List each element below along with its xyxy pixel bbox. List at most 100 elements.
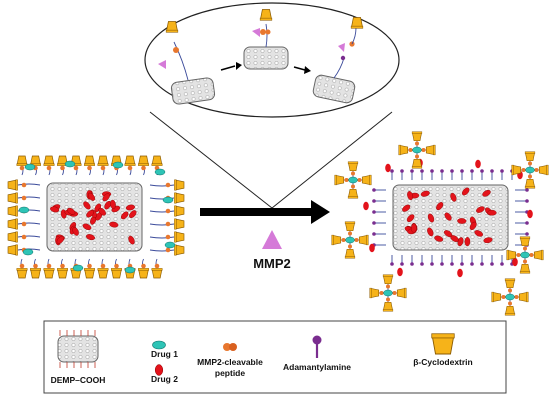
- drug-2-icon: [110, 199, 116, 209]
- adamantylamine-icon: [400, 169, 404, 173]
- peptide-icon: [521, 168, 526, 172]
- adamantylamine-icon: [340, 55, 346, 61]
- cyclodextrin-icon: [174, 218, 185, 230]
- peptide-icon: [529, 253, 534, 257]
- adamantylamine-icon: [470, 262, 474, 266]
- peptide-icon: [21, 182, 27, 188]
- peptide-icon: [265, 29, 271, 35]
- adamantylamine-icon: [460, 169, 464, 173]
- drug-2-icon: [450, 192, 457, 202]
- drug-2-icon: [82, 223, 92, 231]
- cyclodextrin-icon: [174, 231, 185, 243]
- legend-label-adamantylamine: Adamantylamine: [283, 362, 351, 372]
- cyclodextrin-icon: [538, 164, 549, 176]
- peptide-icon: [21, 234, 27, 240]
- drug-2-icon: [434, 235, 444, 242]
- drug-1-icon: [152, 340, 166, 350]
- linker-chain: [17, 183, 41, 186]
- cyclodextrin-icon: [518, 291, 529, 303]
- adamantylamine-icon: [390, 262, 394, 266]
- peptide-icon: [60, 165, 65, 171]
- cyclodextrin-icon: [334, 174, 345, 186]
- cyclodextrin-icon: [398, 144, 409, 156]
- peptide-icon: [100, 165, 106, 171]
- peptide-icon: [508, 288, 512, 293]
- peptide-icon: [386, 297, 390, 302]
- cyclodextrin-icon: [174, 205, 185, 217]
- drug-2-icon: [102, 193, 110, 202]
- adamantylamine-icon: [490, 169, 494, 173]
- cyclodextrin-icon: [84, 155, 95, 166]
- adamantylamine-icon: [372, 221, 376, 225]
- cyclodextrin-icon: [151, 268, 163, 279]
- drug-2-icon: [474, 230, 483, 237]
- adamantylamine-icon: [480, 169, 484, 173]
- drug-1-icon: [22, 248, 34, 256]
- cyclodextrin-icon: [43, 268, 55, 279]
- drug-2-icon: [72, 227, 79, 236]
- peptide-icon: [523, 246, 527, 251]
- adamantylamine-icon: [420, 169, 424, 173]
- cyclodextrin-icon: [7, 179, 18, 191]
- adamantylamine-icon: [390, 169, 394, 173]
- cyclodextrin-drug-complex: [398, 131, 436, 169]
- drug-2-icon: [482, 189, 491, 197]
- drug-2-icon: [483, 237, 493, 244]
- cyclodextrin-icon: [382, 301, 394, 312]
- peptide-icon: [165, 234, 171, 240]
- drug-2-icon: [125, 204, 135, 211]
- adamantylamine-icon: [440, 262, 444, 266]
- peptide-icon: [100, 263, 106, 269]
- cyclodextrin-icon: [7, 205, 18, 217]
- drug-2-icon: [385, 163, 391, 173]
- mmp2-enzyme-icon: [338, 43, 345, 52]
- peptide-icon: [21, 221, 27, 227]
- adamantylamine-icon: [430, 169, 434, 173]
- drug-1-icon: [112, 161, 124, 169]
- adamantylamine-icon: [410, 169, 414, 173]
- cyclodextrin-icon: [165, 21, 179, 33]
- cyclodextrin-drug-complex: [331, 221, 369, 259]
- peptide-icon: [21, 195, 27, 201]
- drug-2-icon: [427, 213, 435, 223]
- peptide-icon: [408, 148, 413, 152]
- cyclodextrin-icon: [396, 287, 407, 299]
- cyclodextrin-icon: [344, 248, 356, 259]
- cyclodextrin-icon: [331, 234, 342, 246]
- adamantylamine-icon: [420, 262, 424, 266]
- peptide-icon: [534, 168, 539, 172]
- cyclodextrin-icon: [504, 278, 516, 289]
- linker-chain: [149, 210, 175, 213]
- peptide-icon: [516, 253, 521, 257]
- cyclodextrin-icon: [174, 192, 185, 204]
- adamantylamine-icon: [312, 335, 322, 345]
- cyclodextrin-icon: [350, 17, 364, 29]
- adamantylamine-icon: [490, 262, 494, 266]
- reaction-arrow: [200, 200, 330, 224]
- adamantylamine-icon: [500, 262, 504, 266]
- drug-2-icon: [427, 227, 434, 237]
- drug-1-icon: [72, 264, 84, 272]
- cyclodextrin-icon: [344, 221, 356, 232]
- drug-2-icon: [129, 210, 137, 219]
- silica-fragment: [312, 74, 356, 104]
- peptide-icon: [19, 263, 25, 269]
- cyclodextrin-icon: [259, 9, 273, 21]
- cyclodextrin-icon: [7, 231, 18, 243]
- drug-2-icon: [50, 206, 60, 213]
- cyclodextrin-icon: [7, 192, 18, 204]
- linker-chain: [265, 23, 268, 48]
- drug-2-icon: [67, 207, 76, 215]
- cyclodextrin-icon: [504, 305, 516, 316]
- drug-1-icon: [348, 176, 358, 184]
- cyclodextrin-drug-complex: [334, 161, 372, 199]
- adamantylamine-icon: [372, 188, 376, 192]
- drug-2-icon: [363, 201, 369, 211]
- legend-frame: [43, 320, 507, 394]
- peptide-icon: [348, 231, 352, 236]
- drug-2-icon: [487, 209, 497, 216]
- released-nanoparticle: [331, 131, 549, 316]
- peptide-icon: [165, 221, 171, 227]
- peptide-icon: [344, 178, 349, 182]
- zoom-inset: [144, 2, 400, 209]
